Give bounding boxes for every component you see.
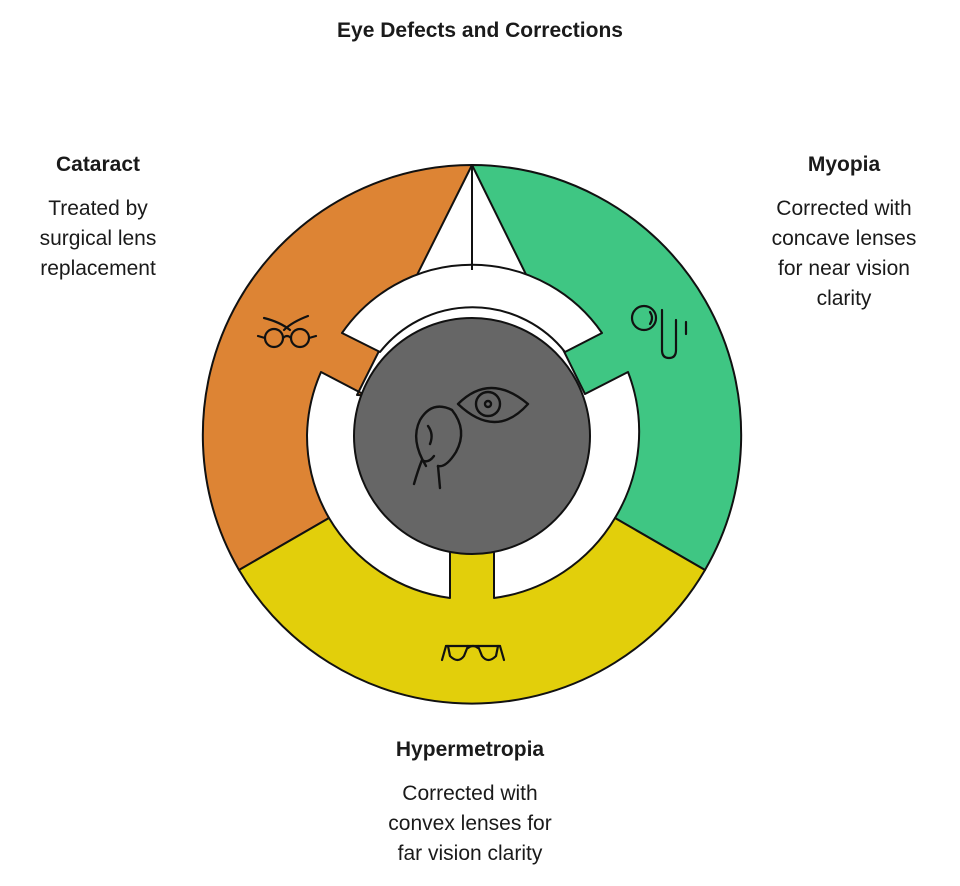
- description-myopia: Corrected with concave lenses for near v…: [744, 194, 944, 314]
- description-line: for near vision: [778, 257, 910, 280]
- description-line: far vision clarity: [397, 842, 543, 865]
- segment-myopia: [471, 164, 743, 571]
- description-line: concave lenses: [771, 227, 917, 250]
- glasses-icon: [256, 314, 318, 349]
- heading-hypermetropia: Hypermetropia: [395, 738, 545, 761]
- segment-cataract: [201, 164, 473, 571]
- description-line: replacement: [40, 257, 156, 280]
- description-cataract: Treated by surgical lens replacement: [8, 194, 188, 284]
- label-myopia: Myopia Corrected with concave lenses for…: [744, 150, 944, 314]
- label-hypermetropia: Hypermetropia Corrected with convex lens…: [340, 735, 600, 869]
- description-line: Corrected with: [402, 782, 538, 805]
- center-circle: [353, 317, 591, 555]
- description-line: clarity: [816, 287, 872, 310]
- description-line: convex lenses for: [388, 812, 552, 835]
- inner-band-top: [341, 263, 603, 353]
- description-line: Treated by: [48, 197, 148, 220]
- heading-myopia: Myopia: [807, 153, 881, 176]
- segment-hypermetropia: [238, 517, 706, 705]
- description-hypermetropia: Corrected with convex lenses for far vis…: [340, 779, 600, 869]
- description-line: Corrected with: [776, 197, 912, 220]
- contact-lens-icon: [630, 304, 688, 360]
- description-line: surgical lens: [39, 227, 157, 250]
- sunglasses-icon: [440, 644, 506, 662]
- heading-cataract: Cataract: [55, 153, 141, 176]
- diagram-title: Eye Defects and Corrections: [337, 19, 623, 42]
- label-cataract: Cataract Treated by surgical lens replac…: [8, 150, 188, 284]
- eye-with-contact-lens-icon: [412, 386, 530, 490]
